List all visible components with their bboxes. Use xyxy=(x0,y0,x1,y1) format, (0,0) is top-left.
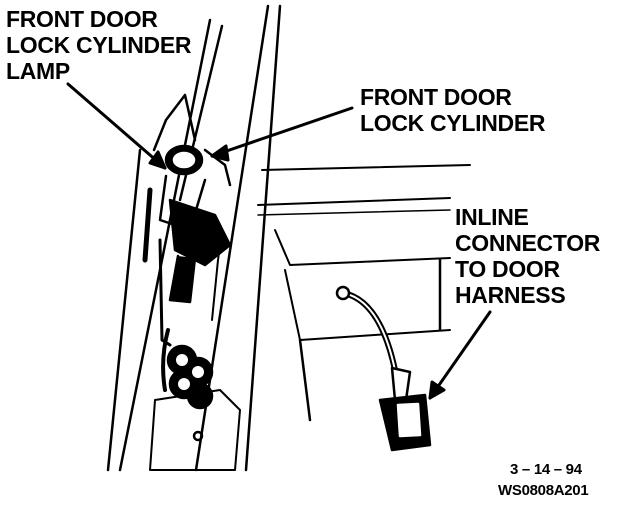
leader-arrows xyxy=(66,82,492,400)
connector-label-line-3: TO DOOR xyxy=(455,256,560,282)
lamp-label-line-1: FRONT DOOR xyxy=(6,6,158,32)
inline-connector xyxy=(335,285,432,452)
connector-leader-line xyxy=(428,310,492,400)
lamp-label-line-2: LOCK CYLINDER xyxy=(6,32,192,58)
connector-label-line-1: INLINE xyxy=(455,204,529,230)
cylinder-leader-line xyxy=(210,106,354,158)
figure-date: 3 – 14 – 94 xyxy=(510,461,582,478)
connector-leader-arrowhead xyxy=(428,380,446,400)
lamp-wire-harness xyxy=(161,328,214,410)
figure-code: WS0808A201 xyxy=(498,482,589,499)
lamp-label-line-3: LAMP xyxy=(6,58,70,84)
lock-cylinder-label-line-1: FRONT DOOR xyxy=(360,84,512,110)
lamp-leader-arrowhead xyxy=(148,150,167,170)
lamp-leader-line xyxy=(66,82,167,170)
lock-cylinder-label-line-2: LOCK CYLINDER xyxy=(360,110,546,136)
connector-label-line-4: HARNESS xyxy=(455,282,566,308)
lower-pillar-block xyxy=(149,389,241,471)
connector-label-line-2: CONNECTOR xyxy=(455,230,601,256)
cylinder-leader-arrowhead xyxy=(210,144,230,162)
door-inner-panel xyxy=(257,164,471,422)
lock-cylinder-assembly xyxy=(142,144,232,347)
